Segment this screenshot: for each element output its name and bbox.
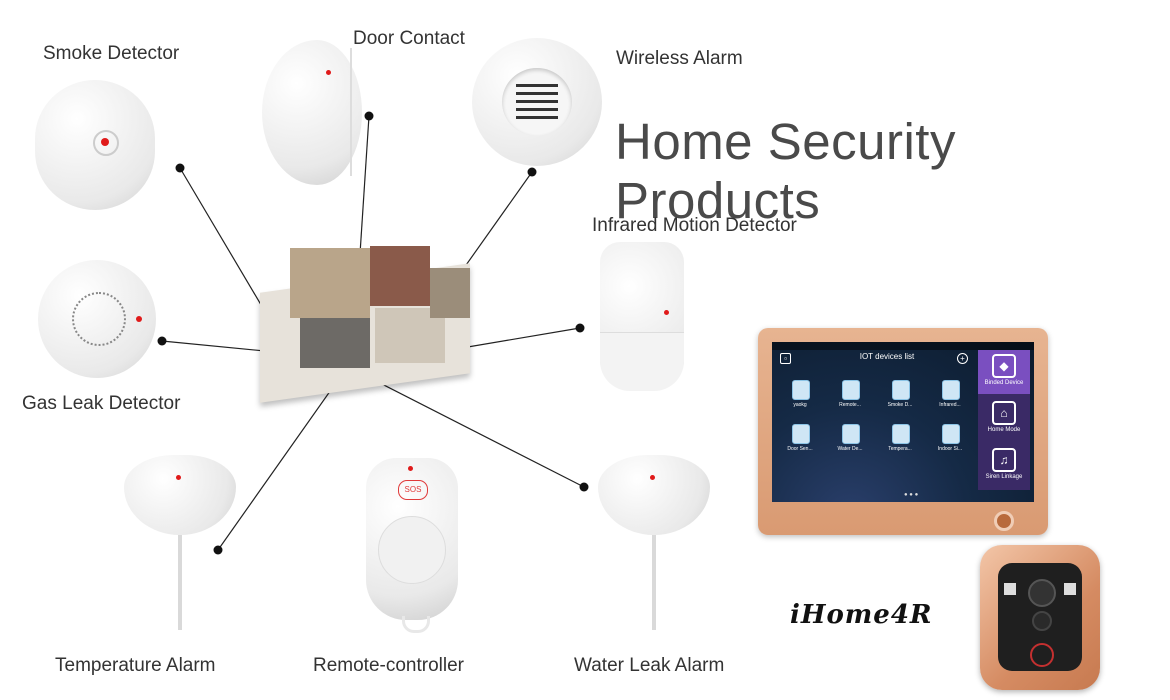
label-door-contact: Door Contact xyxy=(353,28,465,49)
house-model-image xyxy=(260,238,480,408)
door-viewer-camera-image xyxy=(980,545,1100,690)
side-menu: ◆ Binded Device ⌂ Home Mode ♫ Siren Link… xyxy=(978,350,1030,490)
home-icon: ⌂ xyxy=(992,401,1016,425)
tile-label-2: Remote... xyxy=(839,402,861,408)
label-smoke-detector: Smoke Detector xyxy=(43,43,180,64)
side-item-binded-device: ◆ Binded Device xyxy=(978,350,1030,394)
tile-label-7: Tempera... xyxy=(888,446,912,452)
tile-icon-7 xyxy=(892,424,910,444)
temperature-alarm-image xyxy=(124,455,236,630)
home-button xyxy=(994,511,1014,531)
tablet-monitor: ▫ IOT devices list + yaokg Remote... Smo… xyxy=(758,328,1048,535)
side-item-home-mode: ⌂ Home Mode xyxy=(978,397,1030,441)
tile-icon-5 xyxy=(792,424,810,444)
side-item-siren-linkage: ♫ Siren Linkage xyxy=(978,444,1030,488)
label-temperature-alarm: Temperature Alarm xyxy=(55,655,216,676)
tablet-screen: ▫ IOT devices list + yaokg Remote... Smo… xyxy=(772,342,1034,502)
tile-label-6: Water De... xyxy=(837,446,863,452)
wireless-alarm-image xyxy=(472,38,602,166)
add-icon: + xyxy=(957,353,968,364)
remote-controller-image: SOS xyxy=(366,458,458,638)
label-water-leak-alarm: Water Leak Alarm xyxy=(574,655,725,676)
sos-button: SOS xyxy=(398,480,428,500)
tile-label-1: yaokg xyxy=(793,402,807,408)
infrared-motion-detector-image xyxy=(600,242,684,391)
tile-icon-8 xyxy=(942,424,960,444)
gas-leak-detector-image xyxy=(38,260,156,378)
brand-logo-text: iHome4R xyxy=(790,600,933,630)
tile-label-4: Infrared... xyxy=(939,402,961,408)
label-gas-leak-detector: Gas Leak Detector xyxy=(22,393,181,414)
page-headline: Home Security Products xyxy=(615,113,956,229)
tile-icon-1 xyxy=(792,380,810,400)
tile-icon-4 xyxy=(942,380,960,400)
tile-icon-3 xyxy=(892,380,910,400)
water-leak-alarm-image xyxy=(598,455,710,630)
label-wireless-alarm: Wireless Alarm xyxy=(616,48,743,69)
tile-icon-2 xyxy=(842,380,860,400)
tile-label-3: Smoke D... xyxy=(887,402,913,408)
tile-label-5: Door Sen... xyxy=(787,446,813,452)
settings-icon: ▫ xyxy=(780,353,791,364)
label-infrared-motion-detector: Infrared Motion Detector xyxy=(592,215,797,236)
door-contact-image xyxy=(262,40,362,185)
smoke-detector-image xyxy=(35,80,155,210)
bell-icon: ♫ xyxy=(992,448,1016,472)
tile-label-8: Indoor Si... xyxy=(937,446,963,452)
grid-icon: ◆ xyxy=(992,354,1016,378)
tile-icon-6 xyxy=(842,424,860,444)
label-remote-controller: Remote-controller xyxy=(313,655,464,676)
page-dots: ● ● ● xyxy=(904,492,919,498)
screen-title: IOT devices list xyxy=(859,352,915,361)
